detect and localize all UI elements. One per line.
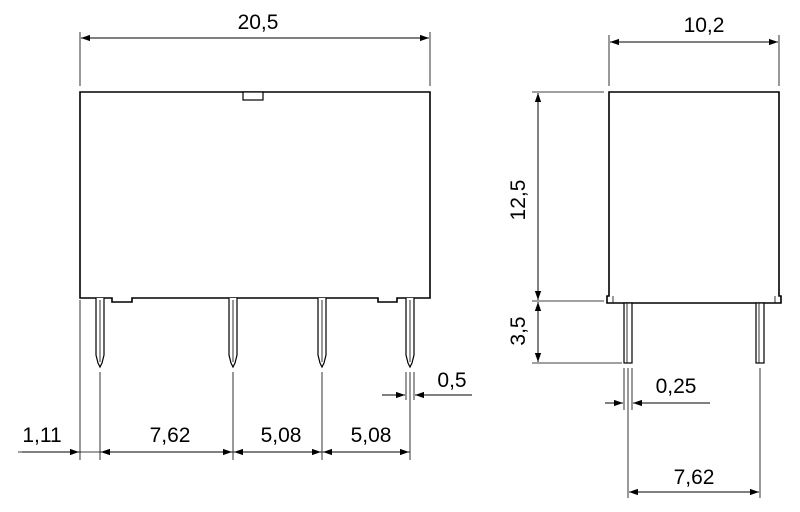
- pin-length-label: 3,5: [507, 316, 530, 345]
- pitch-label-1-11: 1,11: [22, 424, 61, 447]
- pitch-label-7-62: 7,62: [150, 424, 191, 447]
- pitch-label-5-08-b: 5,08: [351, 424, 392, 447]
- pitch-label-5-08-a: 5,08: [261, 424, 302, 447]
- side-pin-left: [623, 302, 633, 364]
- body-height-label: 12,5: [507, 180, 530, 221]
- front-view: 20,5 1,11 7,62 5,08 5,08 0,5: [18, 11, 472, 460]
- side-body-outline: [606, 91, 782, 304]
- pin-width-label: 0,5: [437, 369, 466, 392]
- side-view: 10,2 12,5 3,5 0,25 7,62: [507, 14, 782, 498]
- front-width-label: 20,5: [238, 11, 279, 34]
- pin-spacing-label: 7,62: [674, 466, 715, 489]
- front-body-outline: [79, 91, 431, 303]
- side-pin-right: [755, 302, 765, 364]
- front-top-notch: [242, 91, 264, 101]
- side-width-label: 10,2: [684, 14, 725, 37]
- pin-thickness-label: 0,25: [656, 375, 697, 398]
